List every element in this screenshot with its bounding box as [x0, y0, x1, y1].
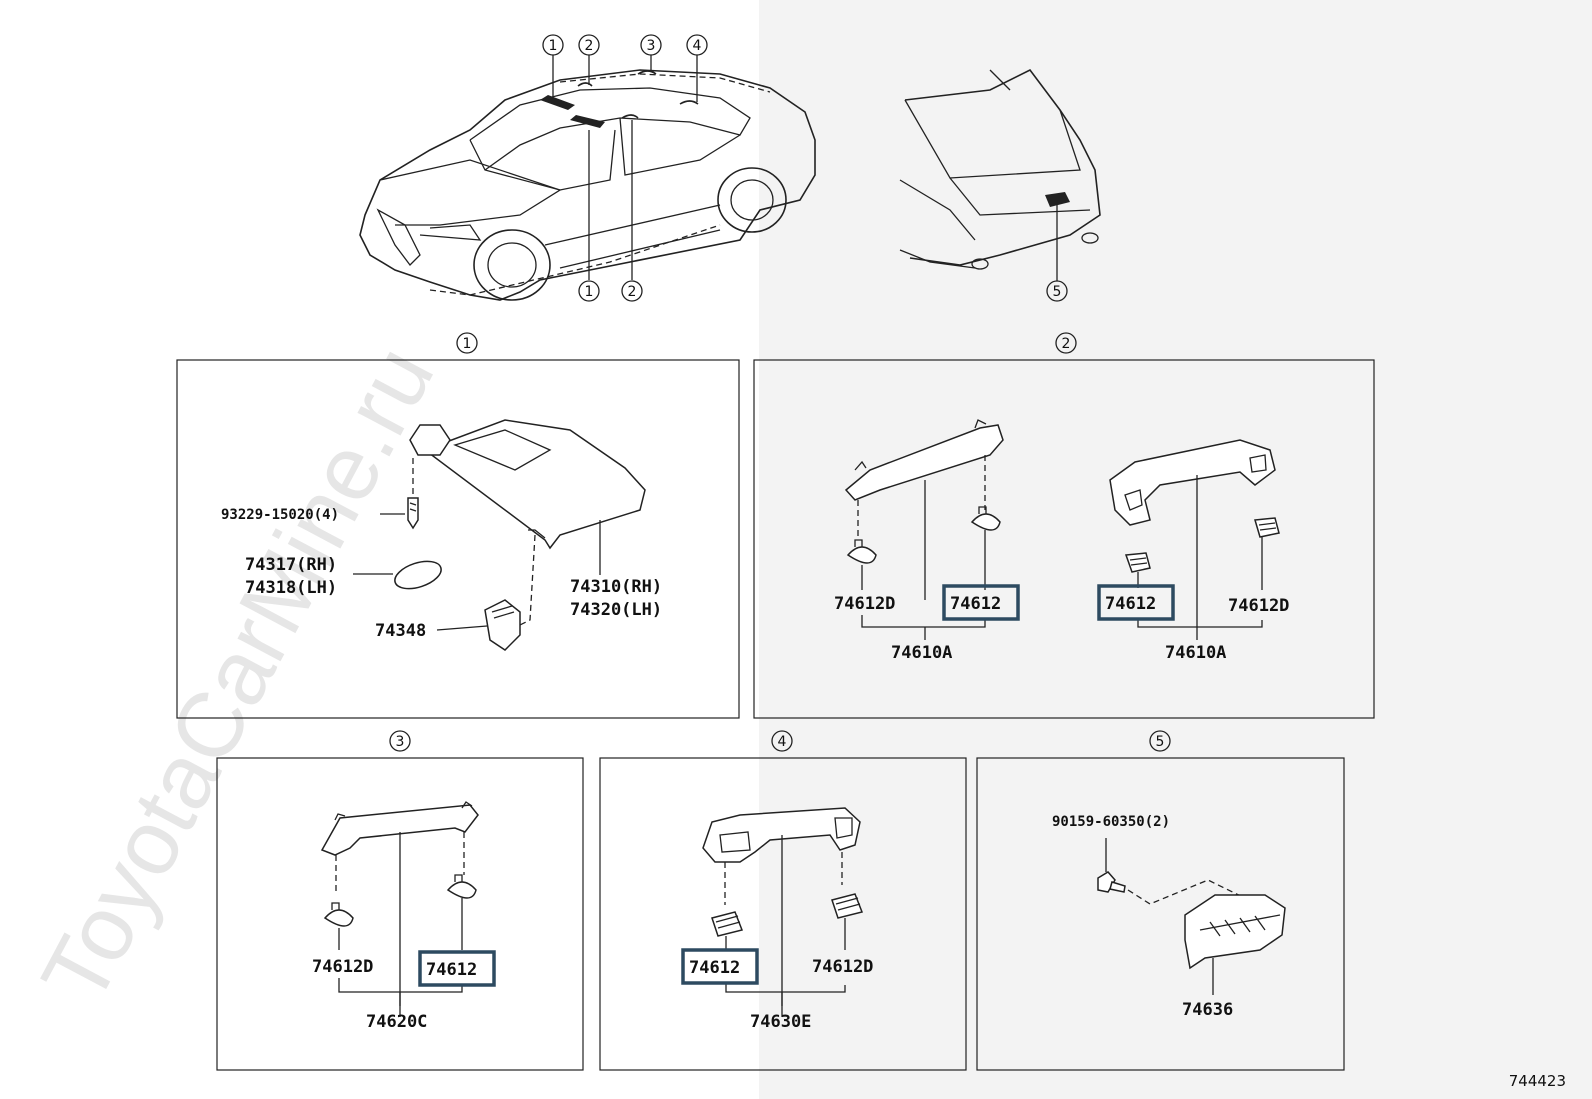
label-74610A-left: 74610A [891, 643, 952, 663]
callout-number: 1 [463, 336, 472, 352]
overview-callout-5: 5 [1046, 280, 1068, 302]
panel-5-trunk-handle: 5 90159-60350(2) 74636 [976, 730, 1345, 1071]
label-74612-right: 74612 [1105, 594, 1156, 614]
overview-callout-2: 2 [578, 34, 600, 56]
overview-callout-1-bottom: 1 [578, 280, 600, 302]
label-74630E: 74630E [750, 1012, 811, 1032]
label-74317: 74317(RH) [245, 555, 337, 575]
diagram-id: 744423 [1509, 1072, 1566, 1090]
panel-4-assist-grip: 4 74612 74612D 74630E [599, 730, 967, 1071]
overview-callout-1: 1 [542, 34, 564, 56]
rear-overview [899, 68, 1101, 281]
callout-number: 5 [1053, 284, 1062, 300]
label-90159-60350: 90159-60350(2) [1052, 814, 1170, 830]
callout-number: 4 [693, 38, 702, 54]
label-74636: 74636 [1182, 1000, 1233, 1020]
label-74320: 74320(LH) [570, 600, 662, 620]
label-74612: 74612 [689, 958, 740, 978]
label-74610A-right: 74610A [1165, 643, 1226, 663]
label-74612: 74612 [426, 960, 477, 980]
callout-number: 5 [1156, 734, 1165, 750]
overview-callout-4: 4 [686, 34, 708, 56]
label-74612D: 74612D [812, 957, 873, 977]
callout-number: 1 [549, 38, 558, 54]
callout-number: 2 [628, 284, 637, 300]
callout-number: 2 [1062, 336, 1071, 352]
callout-number: 3 [396, 734, 405, 750]
panel-3-assist-grip: 3 74612D 74612 74620C [216, 730, 584, 1071]
callout-number: 2 [585, 38, 594, 54]
overview-callout-2-bottom: 2 [621, 280, 643, 302]
label-74310: 74310(RH) [570, 577, 662, 597]
label-74620C: 74620C [366, 1012, 427, 1032]
label-74318: 74318(LH) [245, 578, 337, 598]
callout-number: 4 [778, 734, 787, 750]
overview-callout-3: 3 [640, 34, 662, 56]
label-74348: 74348 [375, 621, 426, 641]
label-74612-left: 74612 [950, 594, 1001, 614]
label-74612D-right: 74612D [1228, 596, 1289, 616]
shaded-background [759, 0, 1592, 1099]
label-93229-15020: 93229-15020(4) [221, 507, 339, 523]
sedan-overview [359, 55, 816, 301]
label-74612D: 74612D [312, 957, 373, 977]
panel-2-assist-grips: 2 74612D 74612 74610A [753, 332, 1375, 719]
panel-1-sun-visor: 1 93229-15020(4) 74317(RH) 74318(LH) 743… [176, 332, 740, 719]
label-74612D-left: 74612D [834, 594, 895, 614]
watermark: ToyotaCarMine.ru [23, 330, 454, 1019]
callout-number: 3 [647, 38, 656, 54]
callout-number: 1 [585, 284, 594, 300]
